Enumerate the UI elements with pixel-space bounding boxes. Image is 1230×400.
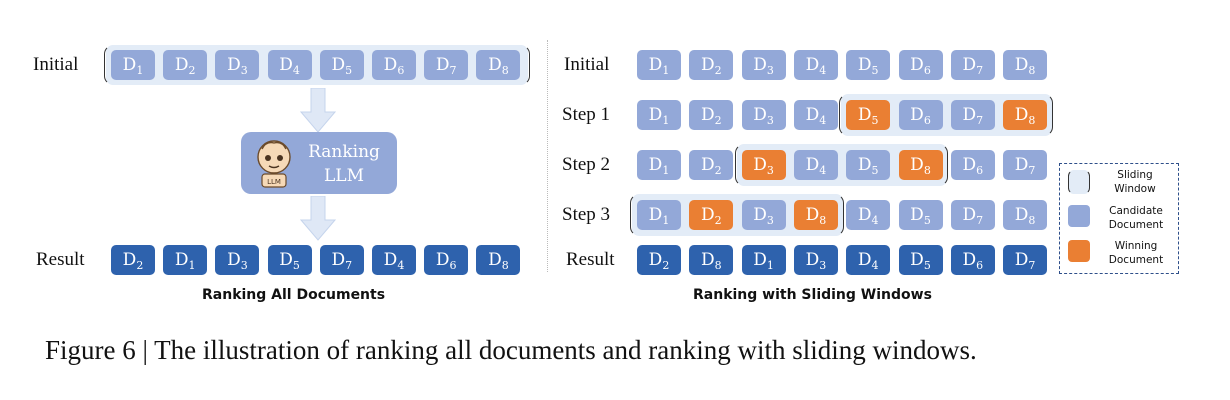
- legend-candidate-swatch: [1068, 205, 1090, 227]
- result-document: D1: [163, 245, 208, 275]
- candidate-document: D1: [637, 50, 681, 80]
- result-document: D2: [637, 245, 681, 275]
- result-document: D1: [741, 245, 786, 275]
- candidate-document: D1: [637, 100, 681, 130]
- result-document: D4: [372, 245, 416, 275]
- winning-document: D3: [741, 150, 786, 180]
- right-panel-title: Ranking with Sliding Windows: [693, 287, 932, 303]
- row-label: Initial: [564, 54, 610, 75]
- candidate-document: D1: [637, 150, 681, 180]
- candidate-document: D4: [793, 150, 838, 180]
- candidate-document: D4: [793, 100, 838, 130]
- right-result-label: Result: [566, 249, 615, 270]
- sliding-window-bracket: [734, 144, 949, 186]
- legend-candidate-text: Candidate Document: [1098, 204, 1174, 232]
- result-document: D8: [689, 245, 734, 275]
- candidate-document: D7: [950, 100, 995, 130]
- legend-candidate-line-1: Candidate: [1109, 205, 1163, 217]
- result-document: D4: [846, 245, 891, 275]
- row-label: Step 3: [562, 204, 611, 225]
- panel-divider: [547, 40, 548, 272]
- candidate-document: D1: [111, 50, 155, 80]
- candidate-document: D2: [689, 100, 734, 130]
- result-document: D5: [267, 245, 312, 275]
- candidate-document: D6: [950, 150, 995, 180]
- candidate-document: D5: [846, 150, 891, 180]
- svg-text:LLM: LLM: [267, 178, 281, 186]
- left-panel-title: Ranking All Documents: [202, 287, 386, 303]
- candidate-document: D6: [898, 50, 943, 80]
- result-document: D7: [1003, 245, 1048, 275]
- winning-document: D5: [846, 100, 891, 130]
- candidate-document: D7: [424, 50, 469, 80]
- result-document: D5: [898, 245, 943, 275]
- candidate-document: D6: [898, 100, 943, 130]
- winning-document: D8: [898, 150, 943, 180]
- candidate-document: D7: [950, 200, 995, 230]
- llm-label: Ranking LLM: [298, 140, 390, 188]
- left-initial-bracket: [104, 45, 530, 85]
- legend-candidate-line-2: Document: [1108, 219, 1164, 231]
- row-label: Step 1: [562, 104, 611, 125]
- candidate-document: D2: [689, 50, 734, 80]
- winning-document: D8: [793, 200, 838, 230]
- legend-winning-line-2: Document: [1108, 254, 1164, 266]
- candidate-document: D8: [476, 50, 521, 80]
- result-document: D6: [950, 245, 995, 275]
- candidate-document: D2: [163, 50, 208, 80]
- result-document: D7: [319, 245, 364, 275]
- left-initial-label: Initial: [33, 54, 79, 75]
- candidate-document: D4: [793, 50, 838, 80]
- candidate-document: D1: [637, 200, 681, 230]
- robot-icon: LLM: [257, 140, 291, 188]
- candidate-document: D2: [689, 150, 734, 180]
- candidate-document: D5: [846, 50, 891, 80]
- candidate-document: D3: [215, 50, 260, 80]
- legend-winning-text: Winning Document: [1098, 239, 1174, 267]
- result-document: D2: [111, 245, 155, 275]
- candidate-document: D7: [950, 50, 995, 80]
- candidate-document: D4: [267, 50, 312, 80]
- candidate-document: D4: [846, 200, 891, 230]
- legend-winning-line-1: Winning: [1114, 240, 1158, 252]
- legend-window-line-2: Window: [1114, 183, 1156, 195]
- result-document: D3: [793, 245, 838, 275]
- candidate-document: D3: [741, 50, 786, 80]
- legend-box: Sliding Window Candidate Document Winnin…: [1059, 163, 1179, 274]
- candidate-document: D6: [372, 50, 416, 80]
- legend-window-text: Sliding Window: [1100, 168, 1170, 196]
- candidate-document: D8: [1003, 50, 1048, 80]
- legend-window-line-1: Sliding: [1117, 169, 1153, 181]
- sliding-window-bracket: [839, 94, 1054, 136]
- llm-label-line-2: LLM: [324, 166, 364, 186]
- result-document: D8: [476, 245, 521, 275]
- candidate-document: D3: [741, 200, 786, 230]
- down-arrow-icon: [300, 88, 336, 133]
- figure-caption: Figure 6 | The illustration of ranking a…: [45, 335, 977, 365]
- candidate-document: D5: [898, 200, 943, 230]
- sliding-window-bracket: [630, 194, 844, 236]
- result-document: D3: [215, 245, 260, 275]
- candidate-document: D5: [319, 50, 364, 80]
- down-arrow-icon: [300, 196, 336, 241]
- legend-winning-swatch: [1068, 240, 1090, 262]
- candidate-document: D3: [741, 100, 786, 130]
- legend-window-swatch: [1068, 170, 1090, 194]
- llm-label-line-1: Ranking: [308, 142, 380, 162]
- row-label: Step 2: [562, 154, 611, 175]
- winning-document: D8: [1003, 100, 1048, 130]
- left-result-label: Result: [36, 249, 85, 270]
- winning-document: D2: [689, 200, 734, 230]
- result-document: D6: [424, 245, 469, 275]
- candidate-document: D7: [1003, 150, 1048, 180]
- candidate-document: D8: [1003, 200, 1048, 230]
